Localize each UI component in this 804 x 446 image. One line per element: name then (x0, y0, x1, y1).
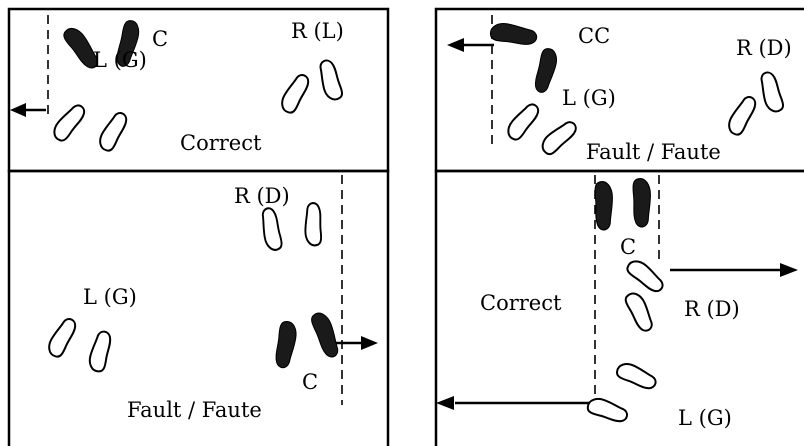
panel-bottom-right-frame (434, 169, 804, 446)
panel-bottom-right: C Correct R (D) L (G) (434, 169, 804, 446)
outline-footprint-icon (94, 108, 132, 154)
solid-footprint-icon (594, 180, 614, 231)
panel-top-right: CC R (D) L (G) Fault / Faute (434, 7, 804, 173)
arrow-icon (447, 38, 494, 52)
solid-footprint-icon (488, 20, 539, 48)
label-right-foot: R (D) (684, 297, 740, 321)
label-c: C (152, 27, 168, 51)
outline-footprint-icon (258, 205, 284, 253)
panel-caption: Correct (180, 131, 262, 155)
panel-caption: Fault / Faute (586, 140, 721, 164)
outline-footprint-icon (537, 117, 581, 158)
outline-footprint-icon (623, 255, 668, 297)
label-left-foot: L (G) (562, 86, 616, 110)
outline-footprint-icon (622, 289, 657, 335)
label-left-foot: L (G) (83, 285, 137, 309)
outline-footprint-icon (502, 99, 544, 144)
outline-footprint-icon (276, 70, 314, 116)
label-c: C (302, 370, 318, 394)
outline-footprint-icon (86, 328, 115, 374)
label-left-foot: L (G) (93, 48, 147, 72)
outline-footprint-icon (584, 394, 631, 426)
label-right-foot: R (L) (291, 19, 344, 43)
label-right-foot: R (D) (736, 36, 792, 60)
outline-footprint-icon (304, 202, 323, 247)
outline-footprint-icon (48, 100, 90, 145)
outline-footprint-icon (757, 69, 786, 115)
label-cc: CC (578, 24, 610, 48)
solid-footprint-icon (632, 177, 652, 228)
label-c: C (620, 235, 636, 259)
solid-footprint-icon (531, 46, 561, 95)
solid-footprint-icon (309, 309, 343, 361)
label-right-foot: R (D) (234, 184, 290, 208)
panel-caption: Correct (480, 291, 562, 315)
panel-bottom-left: R (D) L (G) C Fault / Faute (7, 169, 390, 446)
solid-footprint-icon (272, 319, 299, 370)
label-left-foot: L (G) (678, 406, 732, 430)
panel-caption: Fault / Faute (127, 398, 262, 422)
outline-footprint-icon (316, 57, 345, 103)
outline-footprint-icon (723, 92, 761, 138)
outline-footprint-icon (43, 314, 81, 360)
panel-top-left: C R (L) L (G) Correct (7, 7, 390, 173)
panel-bottom-left-frame (7, 169, 390, 446)
outline-footprint-icon (613, 359, 660, 394)
arrow-icon (670, 263, 798, 277)
arrow-icon (336, 336, 378, 350)
arrow-icon (436, 396, 590, 410)
arrow-icon (10, 103, 46, 117)
